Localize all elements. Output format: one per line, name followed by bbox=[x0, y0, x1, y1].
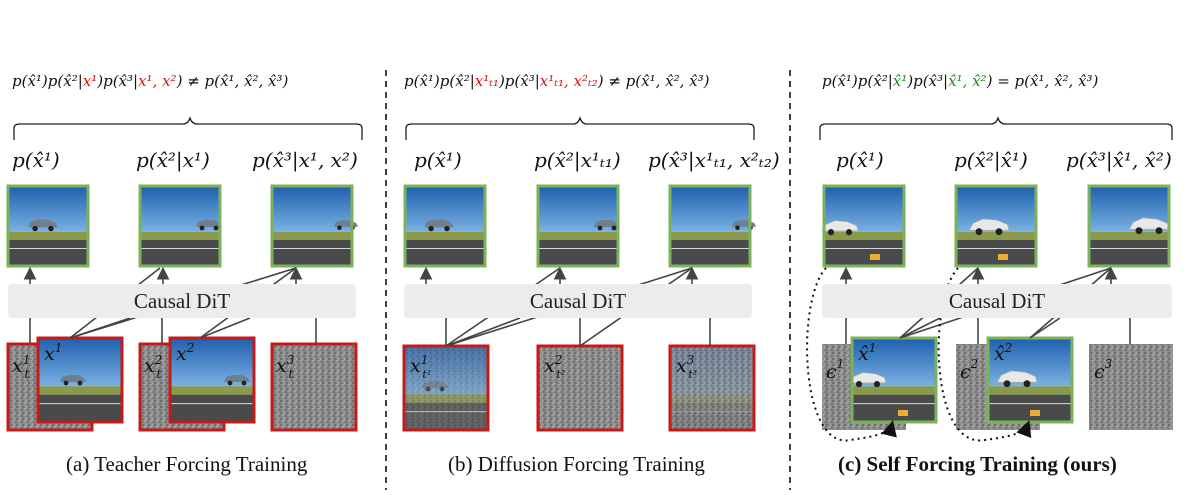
output-frame-c3 bbox=[1087, 184, 1171, 268]
output-frame-b1 bbox=[403, 184, 487, 268]
brace-a bbox=[13, 115, 363, 140]
caption-a: (a) Teacher Forcing Training bbox=[66, 452, 308, 476]
label-a1: p(x̂¹) bbox=[12, 148, 60, 172]
output-frame-b3 bbox=[668, 184, 757, 268]
output-frame-b2 bbox=[536, 184, 620, 268]
label-a2: p(x̂²|x¹) bbox=[136, 148, 210, 172]
equation-a: p(x̂¹)p(x̂²|x¹)p(x̂³|x¹, x²) ≠ p(x̂¹, x̂… bbox=[12, 72, 289, 90]
output-frame-c1 bbox=[821, 184, 906, 268]
input-noisy-b3 bbox=[668, 344, 756, 432]
causal-dit-c: Causal DiT bbox=[822, 284, 1172, 318]
causal-dit-b: Causal DiT bbox=[404, 284, 752, 318]
caption-c: (c) Self Forcing Training (ours) bbox=[838, 452, 1117, 476]
label-b3: p(x̂³|x¹ₜ₁, x²ₜ₂) bbox=[648, 148, 780, 172]
label-a3: p(x̂³|x¹, x²) bbox=[252, 148, 358, 172]
output-frame-a2 bbox=[138, 184, 222, 268]
brace-c bbox=[819, 115, 1173, 140]
input-noise-c3 bbox=[1089, 344, 1173, 430]
label-c1: p(x̂¹) bbox=[836, 148, 884, 172]
label-b1: p(x̂¹) bbox=[414, 148, 462, 172]
equation-b: p(x̂¹)p(x̂²|x¹ₜ₁)p(x̂³|x¹ₜ₁, x²ₜ₂) ≠ p(x… bbox=[404, 72, 710, 90]
output-frame-a3 bbox=[270, 184, 359, 268]
input-clean-a2 bbox=[168, 336, 256, 424]
causal-dit-a: Causal DiT bbox=[8, 284, 356, 318]
label-c2: p(x̂²|x̂¹) bbox=[954, 148, 1028, 172]
caption-b: (b) Diffusion Forcing Training bbox=[448, 452, 705, 476]
dotted-arrow-1 bbox=[806, 267, 897, 442]
equation-c: p(x̂¹)p(x̂²|x̂¹)p(x̂³|x̂¹, x̂²) = p(x̂¹,… bbox=[822, 72, 1099, 90]
output-frame-c2 bbox=[954, 184, 1038, 268]
input-noisy-b1 bbox=[402, 344, 490, 432]
input-clean-a1 bbox=[36, 336, 124, 424]
label-b2: p(x̂²|x¹ₜ₁) bbox=[534, 148, 621, 172]
label-c3: p(x̂³|x̂¹, x̂²) bbox=[1066, 148, 1172, 172]
brace-b bbox=[405, 115, 755, 140]
output-frame-a1 bbox=[6, 184, 90, 268]
input-noisy-b2 bbox=[536, 344, 624, 432]
input-noisy-a3 bbox=[270, 342, 358, 432]
